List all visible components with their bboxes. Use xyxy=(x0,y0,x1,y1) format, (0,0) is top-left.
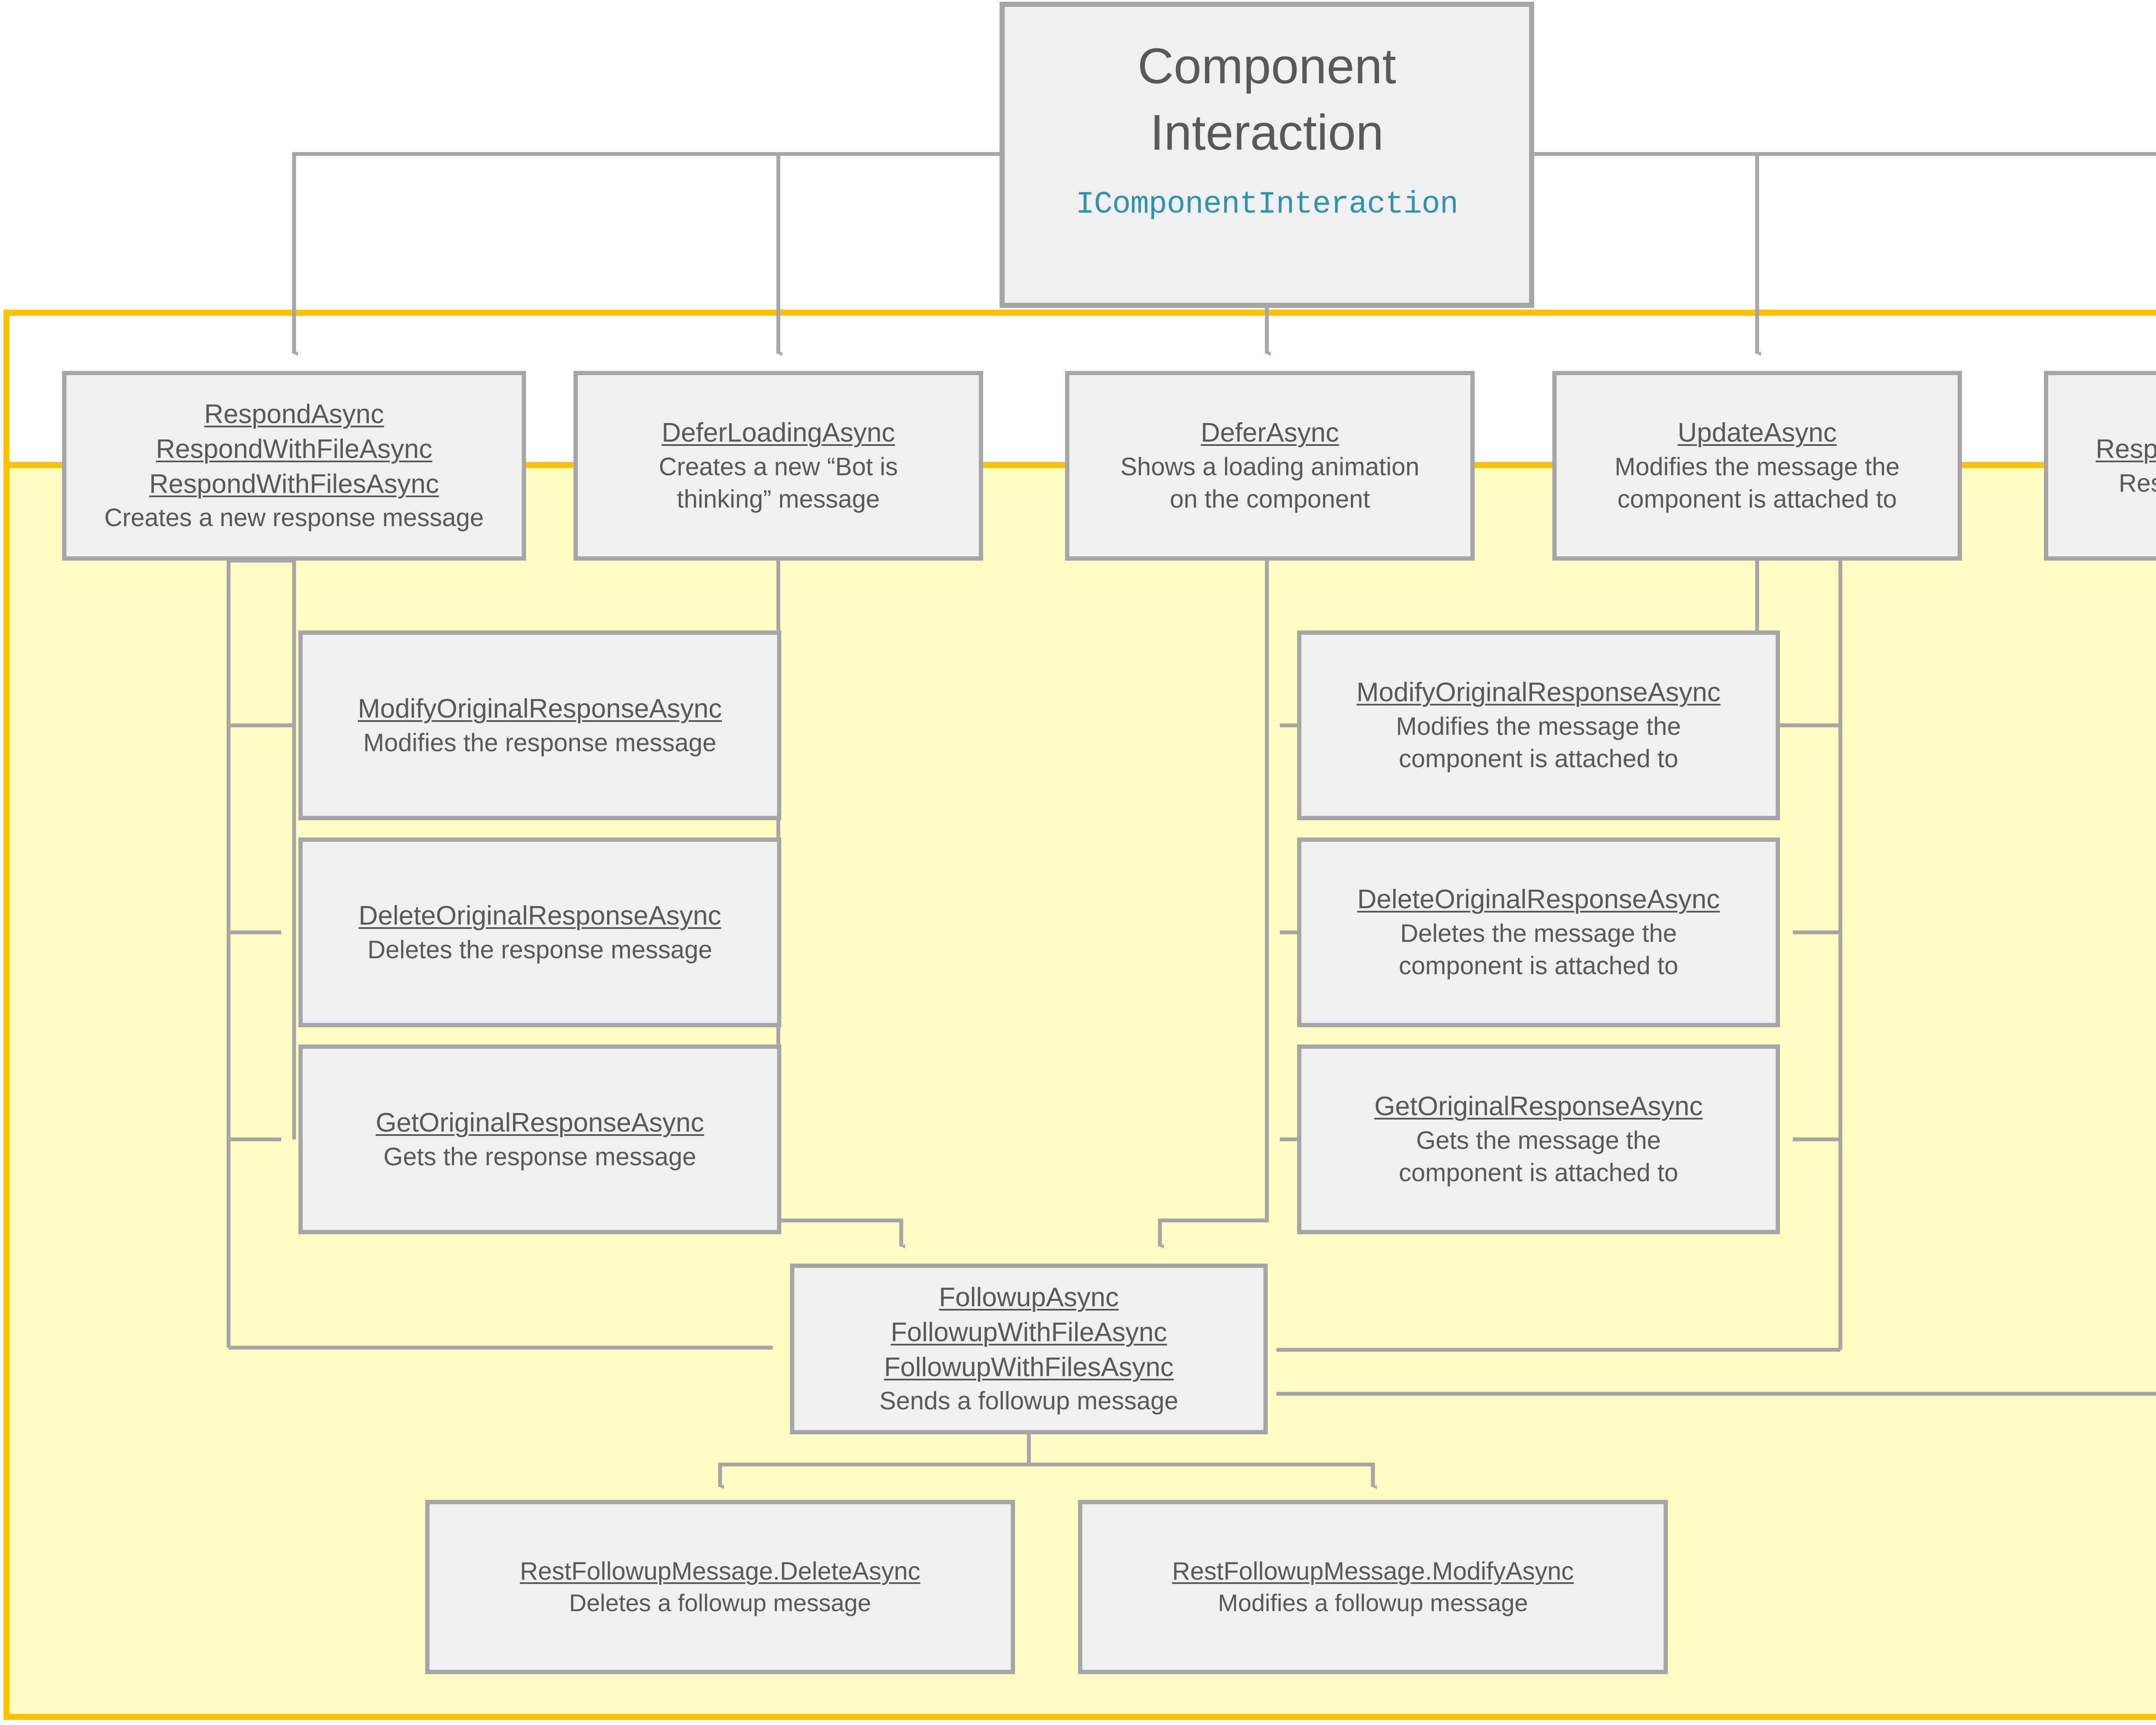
description: thinking” message xyxy=(677,485,880,514)
description: Creates a new response message xyxy=(104,504,484,532)
root-interface-name: IComponentInteraction xyxy=(1075,186,1458,222)
description: Modifies the message the xyxy=(1396,712,1681,740)
signature: DeleteOriginalResponseAsync xyxy=(358,901,721,931)
description: Modifies the message the xyxy=(1614,452,1900,481)
description: Deletes the response message xyxy=(367,935,712,964)
description: Gets the response message xyxy=(383,1142,696,1171)
signature: GetOriginalResponseAsync xyxy=(376,1108,704,1138)
node-followup-async[interactable]: FollowupAsync FollowupWithFileAsync Foll… xyxy=(790,1264,1268,1434)
signature: RespondWithFilesAsync xyxy=(149,469,439,499)
signature: GetOriginalResponseAsync xyxy=(1374,1091,1703,1122)
node-modify-original-response-left[interactable]: ModifyOriginalResponseAsync Modifies the… xyxy=(298,630,781,820)
root-title-line2: Interaction xyxy=(1150,104,1384,161)
signature: RespondWithModalAsync xyxy=(2096,434,2156,464)
signature: DeferAsync xyxy=(1200,418,1339,448)
signature: DeleteOriginalResponseAsync xyxy=(1357,884,1720,915)
root-title-line1: Component xyxy=(1138,38,1396,94)
node-respond-async[interactable]: RespondAsync RespondWithFileAsync Respon… xyxy=(62,371,526,561)
description: component is attached to xyxy=(1617,485,1897,514)
node-defer-loading-async[interactable]: DeferLoadingAsync Creates a new “Bot is … xyxy=(573,371,983,561)
node-delete-original-response-center[interactable]: DeleteOriginalResponseAsync Deletes the … xyxy=(1297,837,1780,1027)
description: component is attached to xyxy=(1398,952,1679,980)
node-respond-with-modal-async[interactable]: RespondWithModalAsync Responds with a mo… xyxy=(2044,371,2156,561)
signature: ModifyOriginalResponseAsync xyxy=(1356,677,1721,708)
root-node[interactable]: Component Interaction IComponentInteract… xyxy=(1000,2,1534,308)
description: on the component xyxy=(1169,485,1370,514)
description: Creates a new “Bot is xyxy=(658,452,898,481)
description: component is attached to xyxy=(1398,745,1679,773)
description: Deletes the message the xyxy=(1400,919,1677,947)
signature: FollowupAsync xyxy=(939,1283,1119,1313)
signature: DeferLoadingAsync xyxy=(661,418,895,448)
node-get-original-response-left[interactable]: GetOriginalResponseAsync Gets the respon… xyxy=(298,1044,781,1234)
description: Modifies the response message xyxy=(363,728,717,757)
node-rest-followup-message-modify-async[interactable]: RestFollowupMessage.ModifyAsync Modifies… xyxy=(1078,1500,1668,1674)
description: Shows a loading animation xyxy=(1120,452,1420,481)
signature: FollowupWithFileAsync xyxy=(890,1317,1167,1347)
node-update-async[interactable]: UpdateAsync Modifies the message the com… xyxy=(1552,371,1962,561)
node-rest-followup-message-delete-async[interactable]: RestFollowupMessage.DeleteAsync Deletes … xyxy=(425,1500,1015,1674)
description: Deletes a followup message xyxy=(569,1589,871,1617)
signature: RespondWithFileAsync xyxy=(156,434,432,464)
node-get-original-response-center[interactable]: GetOriginalResponseAsync Gets the messag… xyxy=(1297,1044,1780,1234)
node-modify-original-response-center[interactable]: ModifyOriginalResponseAsync Modifies the… xyxy=(1297,630,1780,820)
signature: RespondAsync xyxy=(204,399,384,430)
signature: UpdateAsync xyxy=(1677,418,1837,448)
description: Modifies a followup message xyxy=(1218,1589,1528,1617)
node-delete-original-response-left[interactable]: DeleteOriginalResponseAsync Deletes the … xyxy=(298,837,781,1027)
signature: RestFollowupMessage.ModifyAsync xyxy=(1172,1557,1574,1585)
description: component is attached to xyxy=(1398,1159,1679,1187)
description: Responds with a modal xyxy=(2118,469,2156,497)
signature: FollowupWithFilesAsync xyxy=(884,1352,1174,1382)
signature: RestFollowupMessage.DeleteAsync xyxy=(520,1557,921,1585)
signature: ModifyOriginalResponseAsync xyxy=(357,694,722,724)
description: Sends a followup message xyxy=(879,1387,1178,1415)
node-defer-async[interactable]: DeferAsync Shows a loading animation on … xyxy=(1065,371,1475,561)
description: Gets the message the xyxy=(1416,1126,1661,1154)
